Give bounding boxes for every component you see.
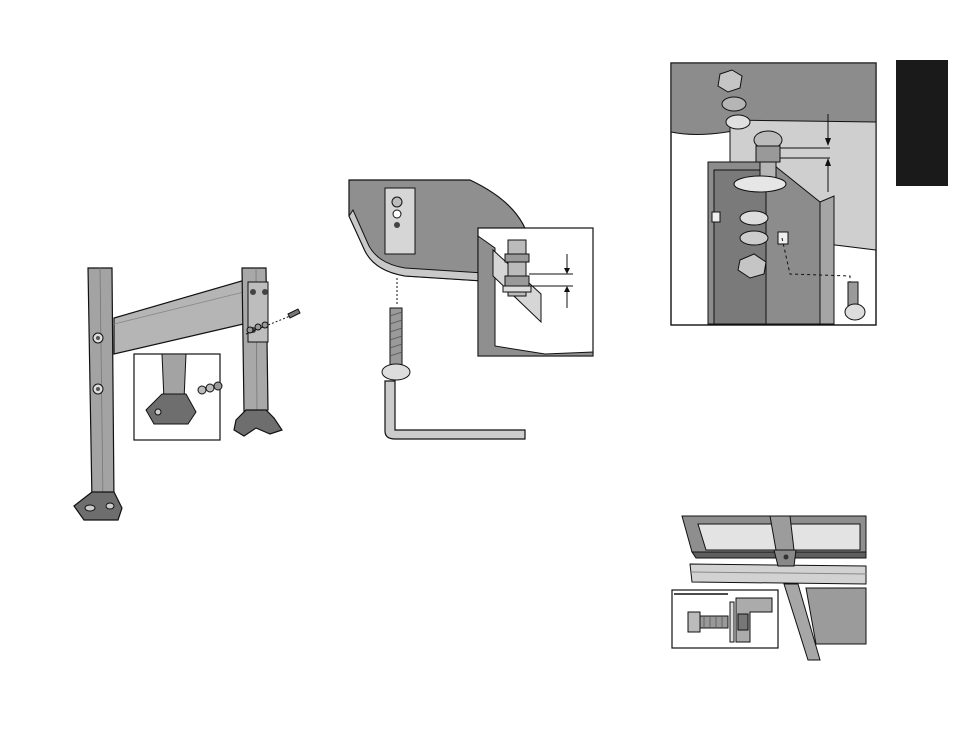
- bracket-nut-detail-illustration: [670, 62, 878, 328]
- leg-assembly-illustration: [70, 262, 310, 532]
- rail-alignment-illustration: [670, 510, 870, 662]
- section-tab: [896, 60, 948, 186]
- bolt-and-hex-key-illustration: [345, 176, 600, 446]
